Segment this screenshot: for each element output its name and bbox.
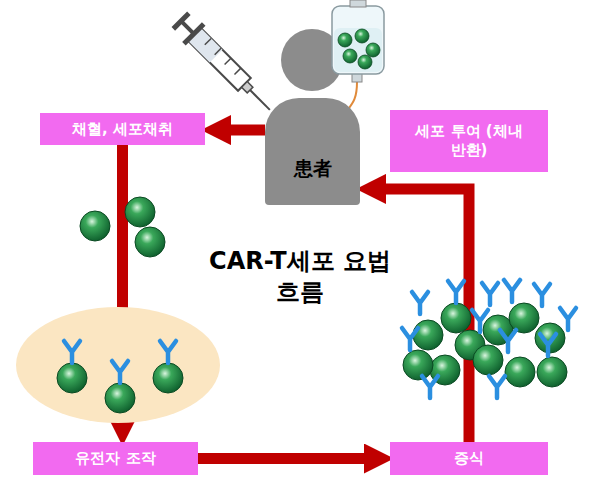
node-text: 유전자 조작 xyxy=(75,449,155,468)
collected-cells xyxy=(80,197,165,257)
stage-label: 유전자 조작 xyxy=(33,442,198,475)
car-receptor xyxy=(534,284,550,306)
cell xyxy=(358,55,372,69)
car-receptor xyxy=(412,292,428,314)
car-receptor xyxy=(402,328,418,350)
cell xyxy=(80,211,110,241)
cell xyxy=(57,363,87,393)
cell xyxy=(343,49,357,63)
flow-arrow xyxy=(231,125,265,136)
car-receptor xyxy=(504,280,520,302)
car-receptor xyxy=(489,376,505,398)
cell xyxy=(105,383,135,413)
gene-engineering-dish xyxy=(16,307,220,423)
cell xyxy=(135,227,165,257)
node-text: 증식 xyxy=(454,449,484,468)
cell xyxy=(473,345,503,375)
car-receptor xyxy=(448,281,464,303)
car-receptor xyxy=(422,376,438,398)
cell xyxy=(509,303,539,333)
cell xyxy=(153,363,183,393)
proliferated-cells xyxy=(402,280,576,398)
car-receptor xyxy=(112,361,128,383)
stage-label: 세포 투여 (체내 반환) xyxy=(390,110,548,172)
car-receptor xyxy=(482,283,498,305)
node-text: 채혈, 세포채취 xyxy=(72,120,173,139)
cell xyxy=(125,197,155,227)
car-receptor xyxy=(560,308,576,330)
car-receptor xyxy=(64,341,80,363)
cell xyxy=(413,320,443,350)
stage-label: 증식 xyxy=(390,442,548,475)
stage-label: 채혈, 세포채취 xyxy=(40,113,205,145)
iv-bag xyxy=(332,0,384,112)
cell xyxy=(355,29,369,43)
cell xyxy=(441,303,471,333)
cell xyxy=(338,33,352,47)
cell xyxy=(537,357,567,387)
car-receptor xyxy=(472,310,488,332)
car-receptor xyxy=(160,341,176,363)
cell xyxy=(403,350,433,380)
diagram-title: CAR-T세포 요법 흐름 xyxy=(195,246,405,308)
node-text: 세포 투여 (체내 반환) xyxy=(413,122,525,160)
cell xyxy=(366,43,380,57)
car-receptor xyxy=(500,330,516,352)
flow-arrow xyxy=(198,453,364,464)
syringe xyxy=(169,9,279,119)
patient-figure: 患者 xyxy=(265,98,360,205)
node-text: 患者 xyxy=(294,156,332,182)
cell xyxy=(505,357,535,387)
car-receptor xyxy=(540,334,556,356)
